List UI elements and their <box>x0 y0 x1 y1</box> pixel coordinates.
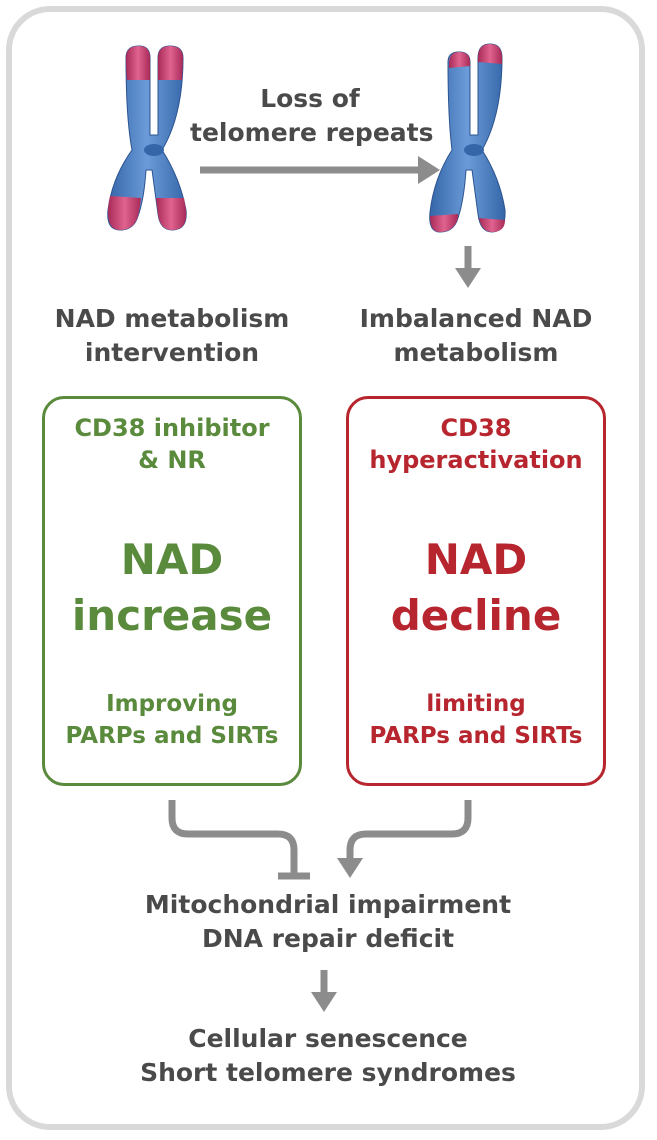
outcome-text: Mitochondrial impairment DNA repair defi… <box>28 888 628 956</box>
red-box-bottom-line2: PARPs and SIRTs <box>369 723 583 749</box>
left-heading-line2: intervention <box>84 338 260 367</box>
outcome-line1: Mitochondrial impairment <box>144 890 512 919</box>
arrow-label-line2: telomere repeats <box>190 118 434 147</box>
arrow-down-right-top <box>455 246 481 288</box>
figure-frame <box>6 6 645 1130</box>
left-heading-line1: NAD metabolism <box>54 304 290 333</box>
green-box-top-line1: CD38 inhibitor <box>74 414 270 442</box>
right-heading: Imbalanced NAD metabolism <box>326 302 626 370</box>
green-box-bottom-line2: PARPs and SIRTs <box>65 723 279 749</box>
red-box-big-text: NAD decline <box>346 532 606 644</box>
left-heading: NAD metabolism intervention <box>22 302 322 370</box>
green-box-bottom-line1: Improving <box>106 691 238 717</box>
nad-intervention-box <box>42 396 302 786</box>
nad-imbalance-box <box>346 396 606 786</box>
activation-connector-red <box>337 800 472 878</box>
red-box-bottom-line1: limiting <box>426 691 526 717</box>
arrow-label-line1: Loss of <box>260 84 360 113</box>
final-text: Cellular senescence Short telomere syndr… <box>28 1022 628 1090</box>
right-heading-line2: metabolism <box>393 338 559 367</box>
green-box-top-text: CD38 inhibitor & NR <box>42 412 302 476</box>
green-box-big-text: NAD increase <box>42 532 302 644</box>
red-box-big-line1: NAD <box>424 535 528 584</box>
arrow-down-final <box>311 970 337 1012</box>
green-box-big-line2: increase <box>71 591 273 640</box>
green-box-bottom-text: Improving PARPs and SIRTs <box>42 688 302 752</box>
green-box-big-line1: NAD <box>120 535 224 584</box>
right-heading-line1: Imbalanced NAD <box>359 304 593 333</box>
green-box-top-line2: & NR <box>138 446 206 474</box>
outcome-line2: DNA repair deficit <box>201 924 455 953</box>
arrow-label-telomere-loss: Loss of telomere repeats <box>190 82 434 150</box>
red-box-bottom-text: limiting PARPs and SIRTs <box>346 688 606 752</box>
red-box-top-text: CD38 hyperactivation <box>346 412 606 476</box>
chromosome-long-telomeres-icon <box>107 45 187 231</box>
red-box-top-line2: hyperactivation <box>369 446 583 474</box>
red-box-big-line2: decline <box>390 591 562 640</box>
red-box-top-line1: CD38 <box>440 414 512 442</box>
chromosome-short-telomeres-icon <box>429 43 506 233</box>
final-line2: Short telomere syndromes <box>140 1058 516 1087</box>
arrow-telomere-loss <box>200 156 440 184</box>
final-line1: Cellular senescence <box>188 1024 468 1053</box>
inhibition-connector-green <box>168 800 310 880</box>
